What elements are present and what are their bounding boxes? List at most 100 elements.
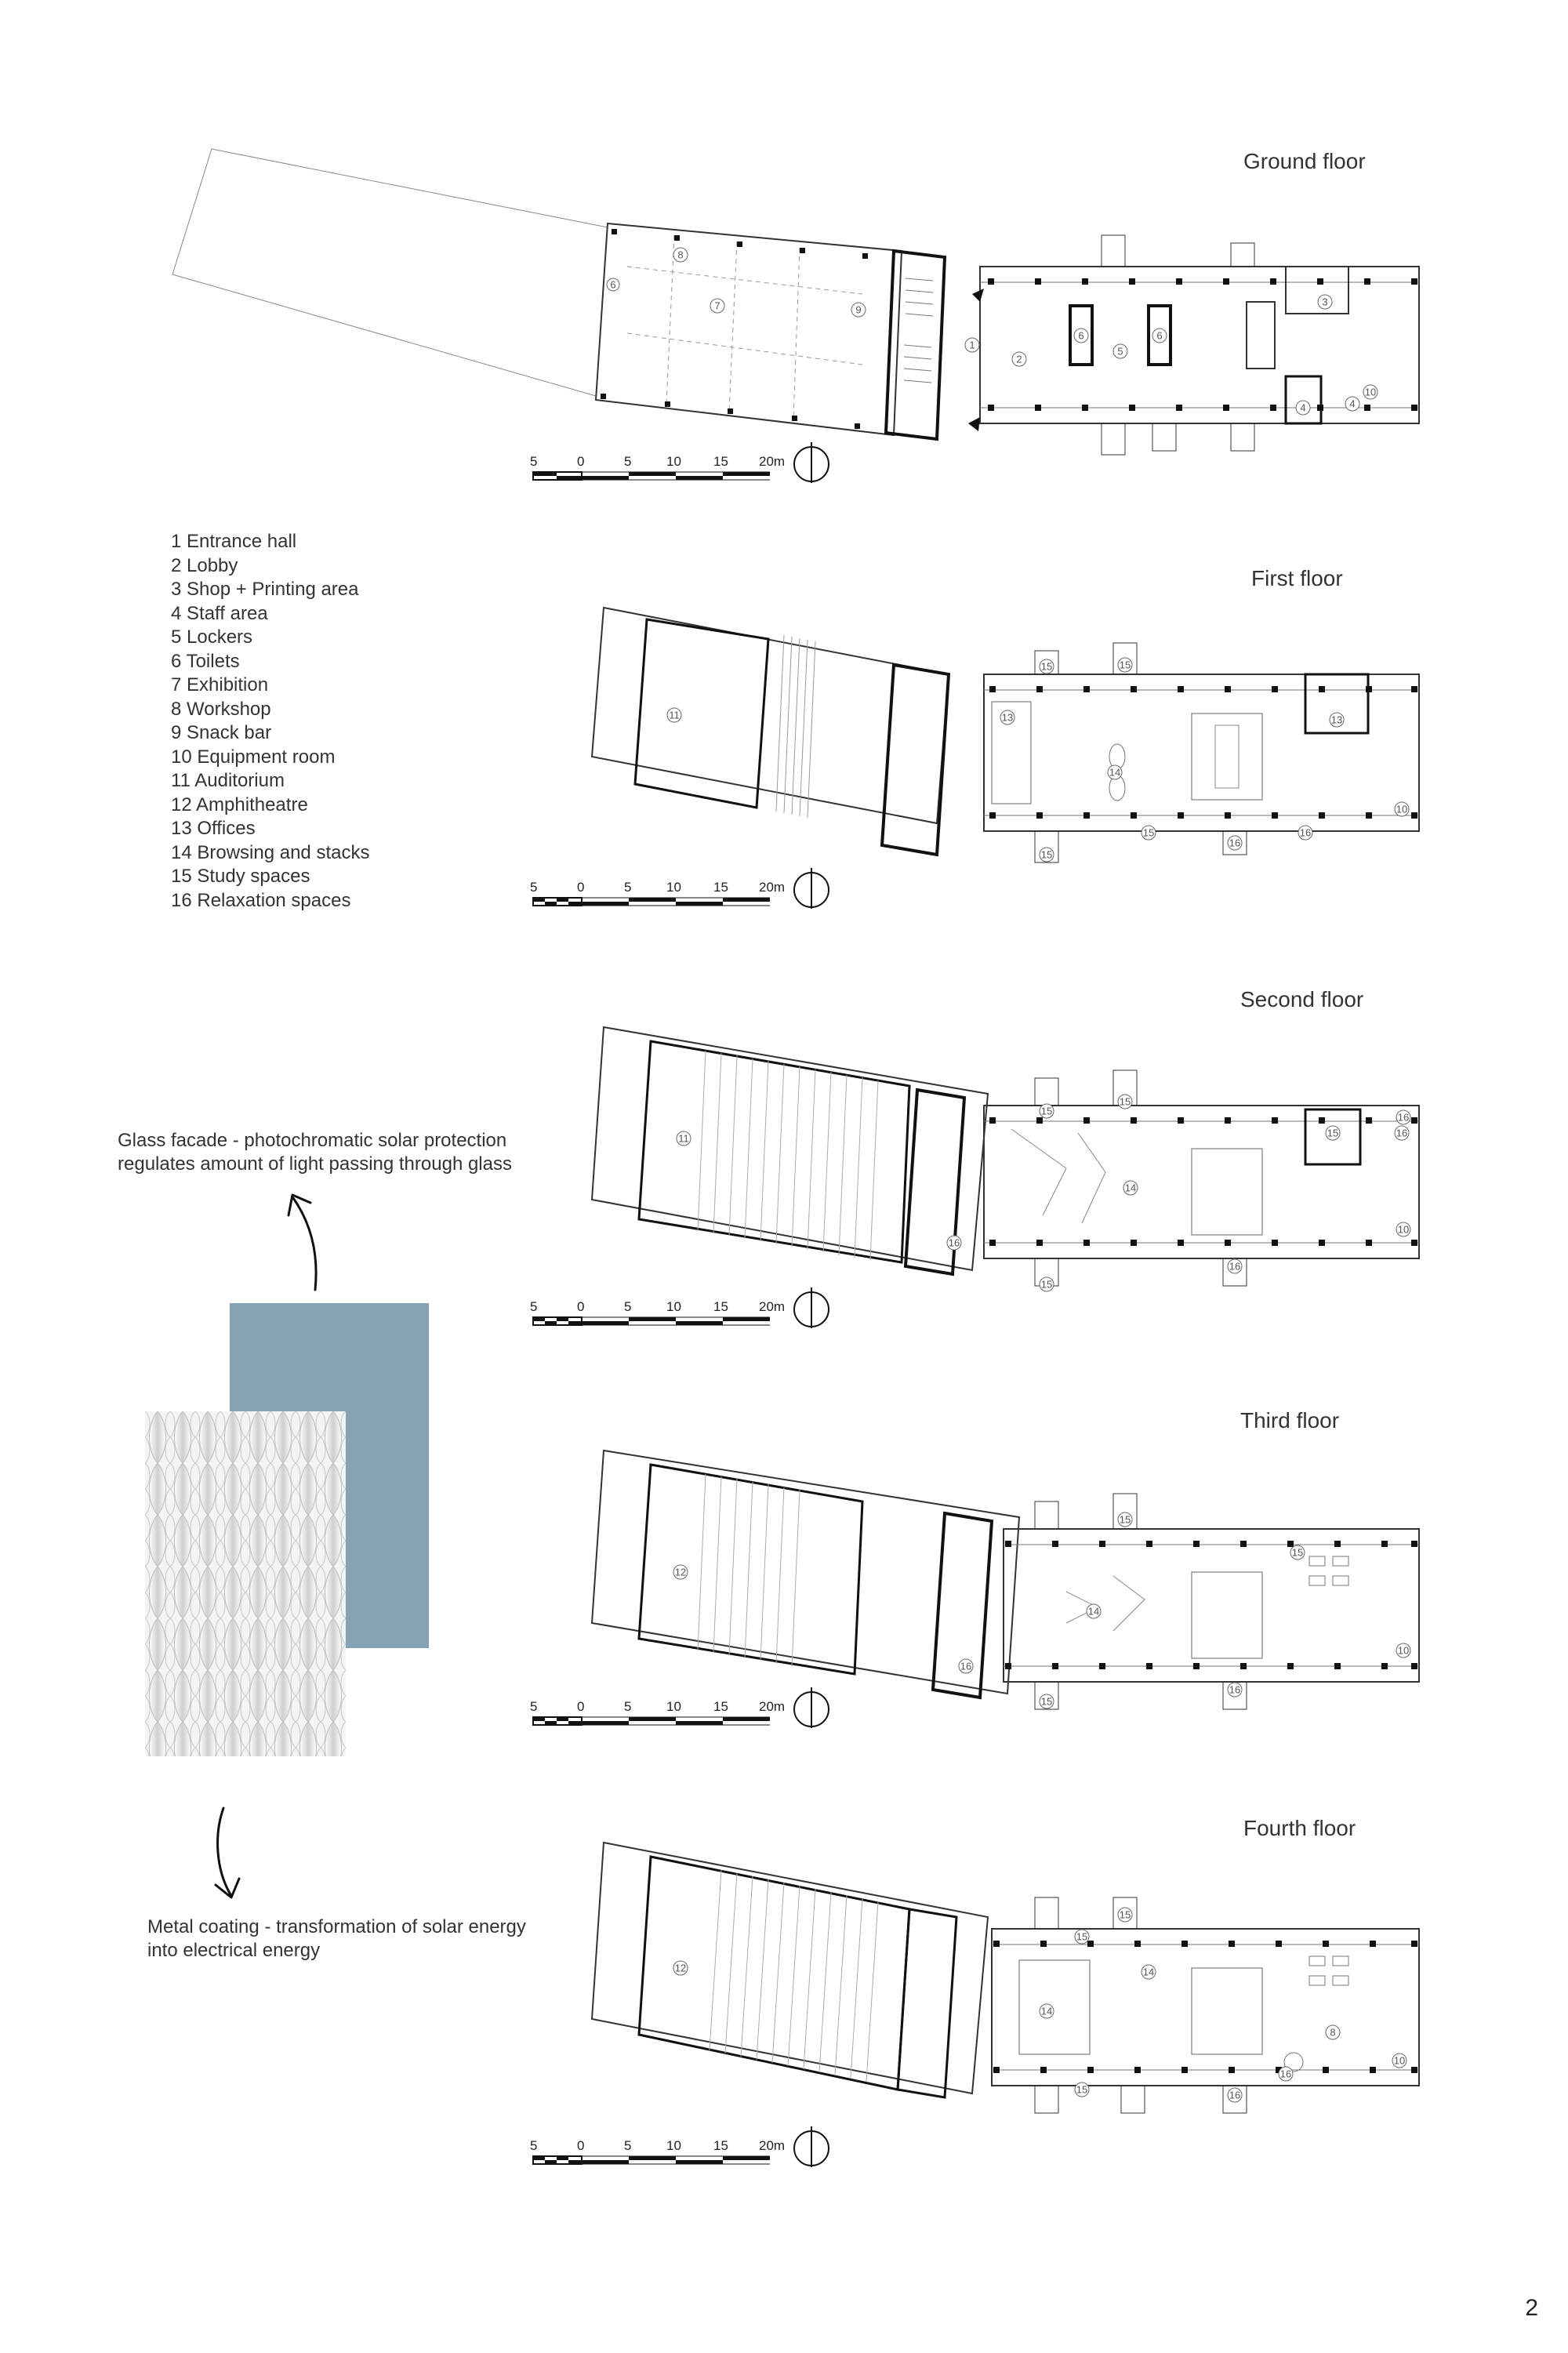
scale-label: 0 <box>577 880 584 895</box>
room-number: 15 <box>1120 1096 1131 1108</box>
scale-label: 5 <box>624 454 631 469</box>
room-number: 10 <box>1365 387 1376 398</box>
room-number: 16 <box>1398 1112 1409 1124</box>
room-number: 11 <box>669 710 680 721</box>
room-number: 15 <box>1041 661 1052 673</box>
room-number: 8 <box>1330 2027 1335 2039</box>
room-number: 15 <box>1292 1547 1303 1559</box>
room-number: 6 <box>610 279 615 291</box>
scale-label: 15 <box>713 1299 728 1314</box>
room-number: 14 <box>1109 767 1120 779</box>
legend-item: 8 Workshop <box>171 698 271 720</box>
room-number: 14 <box>1125 1182 1136 1194</box>
metal-note-line1: Metal coating - transformation of solar … <box>147 1916 526 1937</box>
legend-item: 15 Study spaces <box>171 866 310 887</box>
scale-label: 20m <box>759 454 785 469</box>
room-number: 6 <box>1078 330 1083 342</box>
room-number: 10 <box>1398 1645 1409 1657</box>
room-number: 5 <box>1117 346 1123 358</box>
room-number: 15 <box>1041 1279 1052 1291</box>
scale-bar: 5 0 5 10 15 20m <box>530 1287 829 1328</box>
room-number: 12 <box>675 1567 686 1578</box>
room-number: 15 <box>1143 827 1154 839</box>
room-number: 11 <box>678 1133 689 1145</box>
floor-title-third: Third floor <box>1240 1408 1340 1432</box>
legend-item: 14 Browsing and stacks <box>171 841 370 863</box>
legend-item: 16 Relaxation spaces <box>171 889 351 911</box>
page-number: 2 <box>1525 2295 1538 2321</box>
room-number: 15 <box>1041 849 1052 861</box>
ground-floor-plan: 8 7 9 1 2 6 5 6 3 4 4 10 6 5 0 5 10 15 2… <box>172 148 1420 483</box>
legend-item: 13 Offices <box>171 818 256 839</box>
scale-label: 5 <box>530 454 537 469</box>
third-floor-plan: 12 15 14 15 16 16 15 10 5 0 5 10 15 20m <box>530 1449 1420 1728</box>
room-number: 14 <box>1088 1606 1099 1618</box>
legend-item: 6 Toilets <box>171 650 240 672</box>
legend-item: 10 Equipment room <box>171 746 336 768</box>
second-floor-plan: 11 15 15 14 16 15 16 16 10 15 16 5 0 5 1… <box>530 1026 1420 1328</box>
room-legend: 1 Entrance hall 2 Lobby 3 Shop + Printin… <box>171 530 369 913</box>
room-number: 16 <box>949 1237 960 1249</box>
room-number: 1 <box>969 340 975 351</box>
metal-note-line2: into electrical energy <box>147 1940 321 1961</box>
room-number: 15 <box>1041 1106 1052 1117</box>
scale-bar: 5 0 5 10 15 20m <box>530 868 829 909</box>
room-number: 16 <box>1396 1127 1407 1139</box>
room-number: 16 <box>1280 2068 1291 2080</box>
room-number: 16 <box>1229 837 1240 849</box>
room-number: 16 <box>1229 2090 1240 2101</box>
room-number: 7 <box>714 300 720 312</box>
room-number: 10 <box>1396 804 1407 815</box>
scale-label: 15 <box>713 2138 728 2153</box>
room-number: 16 <box>1229 1684 1240 1696</box>
glass-note-line1: Glass facade - photochromatic solar prot… <box>118 1130 507 1151</box>
scale-bar: 5 0 5 10 15 20m <box>530 2126 829 2167</box>
room-number: 8 <box>677 249 683 261</box>
curved-arrow-up-icon <box>287 1193 318 1291</box>
legend-item: 5 Lockers <box>171 626 253 648</box>
room-number: 16 <box>1300 827 1311 839</box>
scale-label: 0 <box>577 454 584 469</box>
scale-label: 15 <box>713 454 728 469</box>
scale-label: 10 <box>666 454 681 469</box>
room-number: 15 <box>1076 1931 1087 1943</box>
scale-label: 5 <box>530 2138 537 2153</box>
room-number: 10 <box>1394 2055 1405 2067</box>
legend-item: 4 Staff area <box>171 602 268 624</box>
legend-item: 3 Shop + Printing area <box>171 579 359 600</box>
floor-title-second: Second floor <box>1240 987 1364 1011</box>
scale-bar: 5 0 5 10 15 20m <box>530 1687 829 1728</box>
room-number: 15 <box>1120 1909 1131 1921</box>
room-number: 15 <box>1120 659 1131 671</box>
legend-item: 7 Exhibition <box>171 674 269 695</box>
room-number: 2 <box>1016 354 1022 365</box>
legend-item: 11 Auditorium <box>171 770 285 791</box>
scale-label: 20m <box>759 880 785 895</box>
room-number: 15 <box>1327 1127 1338 1139</box>
room-number: 13 <box>1002 712 1013 724</box>
scale-label: 5 <box>624 1299 631 1314</box>
room-number: 15 <box>1076 2084 1087 2096</box>
room-number: 3 <box>1322 296 1327 308</box>
room-number: 14 <box>1143 1966 1154 1978</box>
room-number: 16 <box>960 1661 971 1672</box>
scale-label: 20m <box>759 2138 785 2153</box>
scale-label: 10 <box>666 2138 681 2153</box>
scale-label: 10 <box>666 1699 681 1714</box>
scale-label: 0 <box>577 1299 584 1314</box>
scale-label: 15 <box>713 880 728 895</box>
room-number: 15 <box>1041 1696 1052 1708</box>
scale-label: 20m <box>759 1699 785 1714</box>
room-number: 4 <box>1300 402 1305 414</box>
scale-label: 5 <box>624 880 631 895</box>
scale-label: 5 <box>624 2138 631 2153</box>
scale-label: 15 <box>713 1699 728 1714</box>
glass-facade-note: Glass facade - photochromatic solar prot… <box>118 1129 512 1176</box>
scale-label: 5 <box>530 880 537 895</box>
legend-item: 12 Amphitheatre <box>171 793 308 815</box>
scale-label: 5 <box>530 1699 537 1714</box>
room-number: 9 <box>855 304 861 316</box>
metal-coating-note: Metal coating - transformation of solar … <box>147 1915 526 1963</box>
scale-label: 5 <box>530 1299 537 1314</box>
curved-arrow-down-icon <box>214 1807 241 1899</box>
